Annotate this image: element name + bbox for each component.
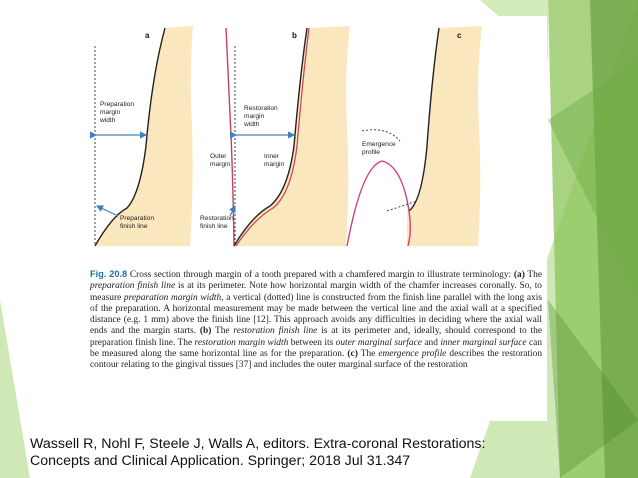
axial-wall-c	[408, 27, 440, 212]
emergence-dotted-bottom-c	[386, 200, 418, 212]
caption-text: between its	[288, 337, 336, 348]
emergence-dotted-c	[361, 129, 401, 142]
figure-caption: Fig. 20.8 Cross section through margin o…	[90, 269, 542, 371]
finish-line-pointer-a	[95, 205, 119, 217]
caption-term: outer marginal surface	[335, 337, 422, 348]
caption-term: preparation finish line	[90, 281, 176, 292]
tooth-shape-c	[407, 26, 482, 246]
reference-line-1: Wassell R, Nohl F, Steele J, Walls A, ed…	[30, 436, 486, 452]
caption-text: describes the restoration contour relati…	[90, 348, 543, 370]
caption-tag-a: (a)	[513, 270, 525, 280]
caption-term: emergence profile	[378, 348, 447, 359]
caption-text: and	[421, 337, 441, 348]
panel-letter-b: b	[292, 31, 297, 40]
caption-tag-c: (c)	[347, 348, 358, 359]
caption-text: The	[524, 270, 543, 280]
emergence-profile-c	[346, 160, 411, 247]
finish-line-pointer-b	[229, 204, 236, 217]
inner-margin-b	[233, 27, 308, 247]
reference-citation: Wassell R, Nohl F, Steele J, Walls A, ed…	[30, 436, 590, 470]
caption-term: restoration finish line	[233, 326, 318, 337]
tooth-shape-a	[95, 26, 193, 246]
caption-text: , a vertical (dotted) line is constructe…	[90, 292, 542, 337]
caption-text: The	[357, 348, 379, 359]
figure-label: Fig. 20.8	[90, 269, 128, 279]
panel-letter-a: a	[145, 31, 150, 40]
restoration-b	[225, 27, 235, 247]
caption-text: can be measured along the same horizonta…	[90, 337, 543, 359]
panel-letter-c: c	[457, 31, 462, 40]
caption-text: is at its perimeter and, ideally, should…	[90, 326, 542, 348]
outer-margin-b	[235, 27, 310, 247]
caption-term: restoration margin width	[194, 337, 289, 348]
caption-term: preparation margin width	[123, 292, 222, 303]
tooth-shape-b	[234, 26, 350, 246]
caption-text: is at its perimeter. Note how horizontal…	[90, 281, 542, 303]
caption-tag-b: (b)	[199, 326, 212, 337]
reference-line-2: Concepts and Clinical Application. Sprin…	[30, 453, 411, 469]
caption-term: inner marginal surface	[440, 337, 527, 348]
caption-text: The	[211, 326, 234, 337]
caption-text: Cross section through margin of a tooth …	[127, 270, 514, 280]
axial-wall-a	[94, 27, 166, 247]
